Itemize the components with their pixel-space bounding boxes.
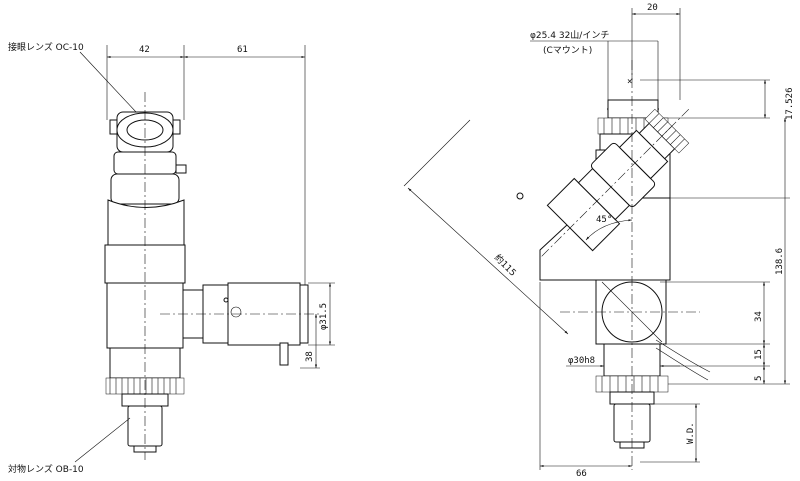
dim-34-label: 34 bbox=[754, 311, 764, 322]
dim-phi-31-5-label: φ31.5 bbox=[319, 303, 329, 330]
dim-5-label: 5 bbox=[754, 376, 764, 381]
objective-label: 対物レンズ OB-10 bbox=[8, 463, 84, 475]
dim-wd-label: W.D. bbox=[686, 422, 696, 444]
dim-61-label: 61 bbox=[237, 45, 248, 55]
dim-15-label: 15 bbox=[754, 349, 764, 360]
dim-42-label: 42 bbox=[139, 45, 150, 55]
dim-38-label: 38 bbox=[305, 351, 315, 362]
right-side-view: 20 φ25.4 32山/インチ (Cマウント) 17.526 × bbox=[403, 3, 795, 479]
c-mount-label: φ25.4 32山/インチ bbox=[530, 30, 609, 41]
left-front-view: 42 61 接眼レンズ OC-10 φ31.5 38 bbox=[8, 41, 335, 475]
dim-66-label: 66 bbox=[576, 469, 587, 479]
dim-45-angle-label: 45° bbox=[596, 215, 612, 225]
dim-138-6-label: 138.6 bbox=[775, 248, 785, 275]
dim-17-526-label: 17.526 bbox=[785, 87, 795, 120]
eyepiece-label: 接眼レンズ OC-10 bbox=[8, 41, 84, 53]
dim-approx-115-label: 約115 bbox=[492, 252, 519, 279]
c-mount-sublabel: (Cマウント) bbox=[543, 45, 592, 56]
svg-text:×: × bbox=[627, 77, 632, 87]
dim-phi-30h8-label: φ30h8 bbox=[568, 356, 595, 366]
dim-20-label: 20 bbox=[647, 3, 658, 13]
set-screw bbox=[175, 164, 187, 174]
